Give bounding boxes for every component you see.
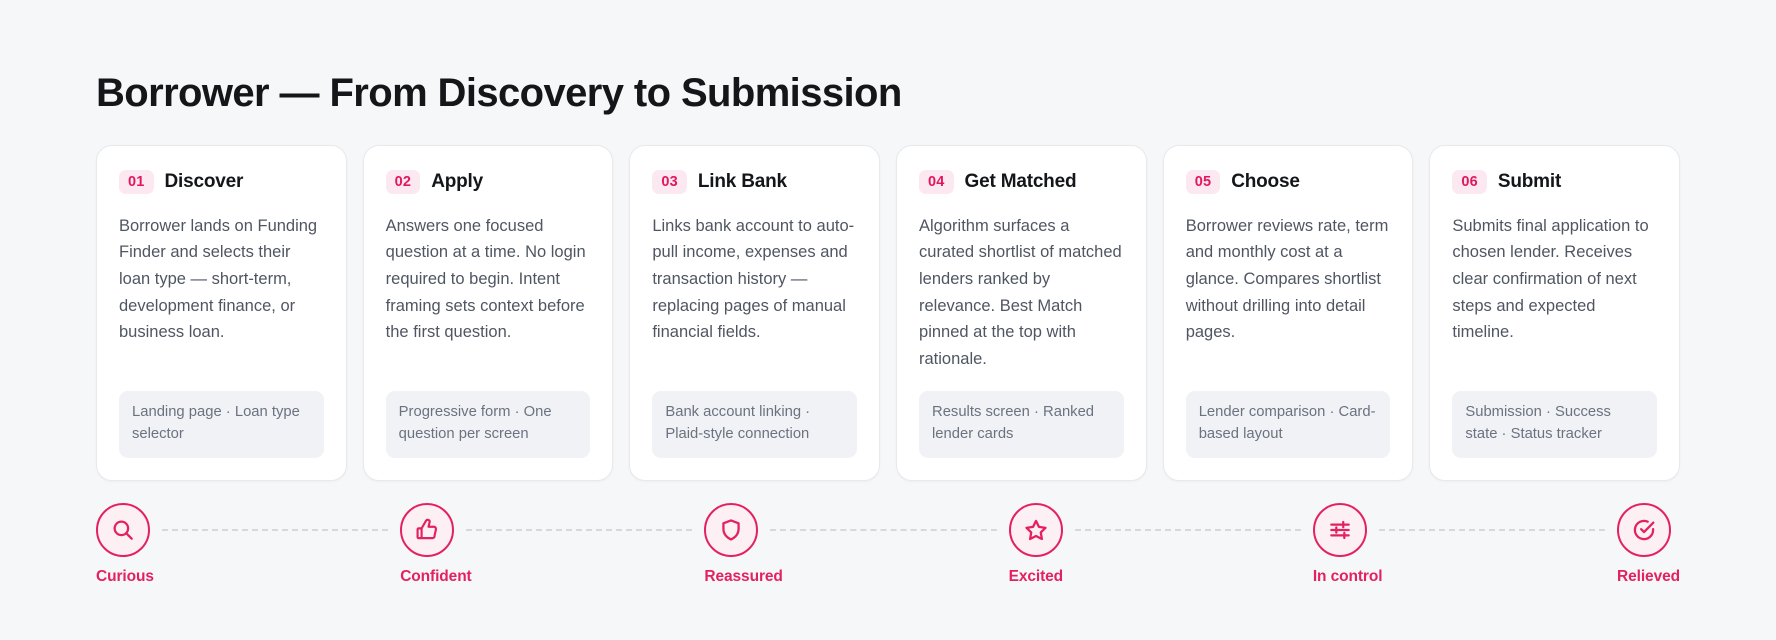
track-connector — [1074, 528, 1301, 531]
card-header: 05 Choose — [1185, 170, 1391, 194]
step-tag: Submission · Success state · Status trac… — [1452, 390, 1658, 458]
thumbs-up-icon — [416, 518, 438, 539]
card-header: 06 Submit — [1452, 170, 1657, 194]
check-circle-icon — [1633, 519, 1655, 540]
step-tag: Landing page · Loan type selector — [119, 390, 324, 458]
step-number-badge: 05 — [1185, 170, 1221, 194]
step-number-badge: 06 — [1452, 170, 1487, 194]
step-number-badge: 01 — [119, 170, 154, 194]
emotion-circle-wrap — [400, 502, 704, 557]
step-description: Borrower lands on Funding Finder and sel… — [119, 216, 318, 342]
step-title: Submit — [1497, 170, 1562, 192]
emotion-label: In control — [1312, 567, 1383, 585]
track-connector — [466, 528, 693, 531]
emotion-circle-wrap — [96, 502, 400, 557]
emotion-circle-wrap — [1312, 502, 1617, 557]
emotion-node[interactable]: Excited — [1008, 502, 1313, 586]
emotion-icon-circle[interactable] — [1617, 502, 1672, 557]
step-number-badge: 02 — [385, 170, 421, 194]
sliders-icon — [1330, 520, 1350, 539]
step-tag: Bank account linking · Plaid-style conne… — [652, 390, 858, 458]
step-title: Discover — [164, 170, 244, 192]
step-description: Submits final application to chosen lend… — [1452, 216, 1649, 342]
step-number-badge: 03 — [652, 170, 687, 194]
step-description: Borrower reviews rate, term and monthly … — [1185, 216, 1389, 342]
track-connector — [770, 528, 997, 531]
track-connector — [162, 528, 389, 531]
page-title: Borrower — From Discovery to Submission — [96, 71, 902, 115]
emotion-label: Confident — [400, 567, 472, 585]
journey-steps-row: 01 Discover Borrower lands on Funding Fi… — [96, 145, 1681, 481]
step-title: Choose — [1231, 170, 1300, 192]
emotion-icon-circle[interactable] — [1312, 502, 1367, 557]
step-number-badge: 04 — [919, 170, 954, 194]
journey-step-card[interactable]: 06 Submit Submits final application to c… — [1429, 145, 1681, 481]
step-title: Get Matched — [964, 170, 1077, 192]
journey-step-card[interactable]: 01 Discover Borrower lands on Funding Fi… — [96, 145, 347, 481]
card-header: 04 Get Matched — [919, 170, 1124, 194]
emotion-circle-wrap — [1617, 502, 1680, 557]
step-tag: Lender comparison · Card-based layout — [1185, 390, 1391, 458]
emotion-label: Curious — [96, 567, 154, 585]
emotion-circle-wrap — [1008, 502, 1313, 557]
journey-step-card[interactable]: 05 Choose Borrower reviews rate, term an… — [1162, 145, 1414, 481]
emotion-icon-circle[interactable] — [1008, 502, 1063, 557]
step-description: Answers one focused question at a time. … — [385, 216, 586, 342]
emotion-label: Excited — [1008, 567, 1064, 585]
emotion-node[interactable]: Curious — [96, 502, 400, 586]
step-tag: Progressive form · One question per scre… — [385, 390, 591, 458]
step-description: Algorithm surfaces a curated shortlist o… — [919, 216, 1122, 369]
card-header: 01 Discover — [119, 170, 324, 194]
search-icon — [113, 520, 133, 540]
step-description: Links bank account to auto-pull income, … — [652, 216, 855, 342]
step-tag: Results screen · Ranked lender cards — [919, 390, 1124, 458]
emotion-node[interactable]: In control — [1312, 502, 1617, 586]
card-header: 03 Link Bank — [652, 170, 857, 194]
emotion-node[interactable]: Confident — [400, 502, 704, 586]
emotion-label: Relieved — [1617, 567, 1680, 585]
journey-step-card[interactable]: 02 Apply Answers one focused question at… — [362, 145, 614, 481]
emotion-icon-circle[interactable] — [704, 502, 759, 557]
emotion-icon-circle[interactable] — [96, 502, 150, 557]
emotion-node[interactable]: Relieved — [1617, 502, 1680, 586]
emotion-icon-circle[interactable] — [400, 502, 455, 557]
step-title: Apply — [431, 170, 483, 192]
emotion-node[interactable]: Reassured — [704, 502, 1008, 586]
track-connector — [1378, 528, 1606, 531]
card-header: 02 Apply — [385, 170, 591, 194]
emotion-track: Curious Confident — [96, 502, 1680, 586]
emotion-circle-wrap — [704, 502, 1008, 557]
journey-step-card[interactable]: 03 Link Bank Links bank account to auto-… — [629, 145, 881, 481]
emotion-label: Reassured — [704, 567, 783, 585]
shield-icon — [722, 518, 741, 541]
step-title: Link Bank — [697, 170, 787, 192]
journey-step-card[interactable]: 04 Get Matched Algorithm surfaces a cura… — [896, 145, 1147, 481]
star-icon — [1024, 519, 1047, 540]
